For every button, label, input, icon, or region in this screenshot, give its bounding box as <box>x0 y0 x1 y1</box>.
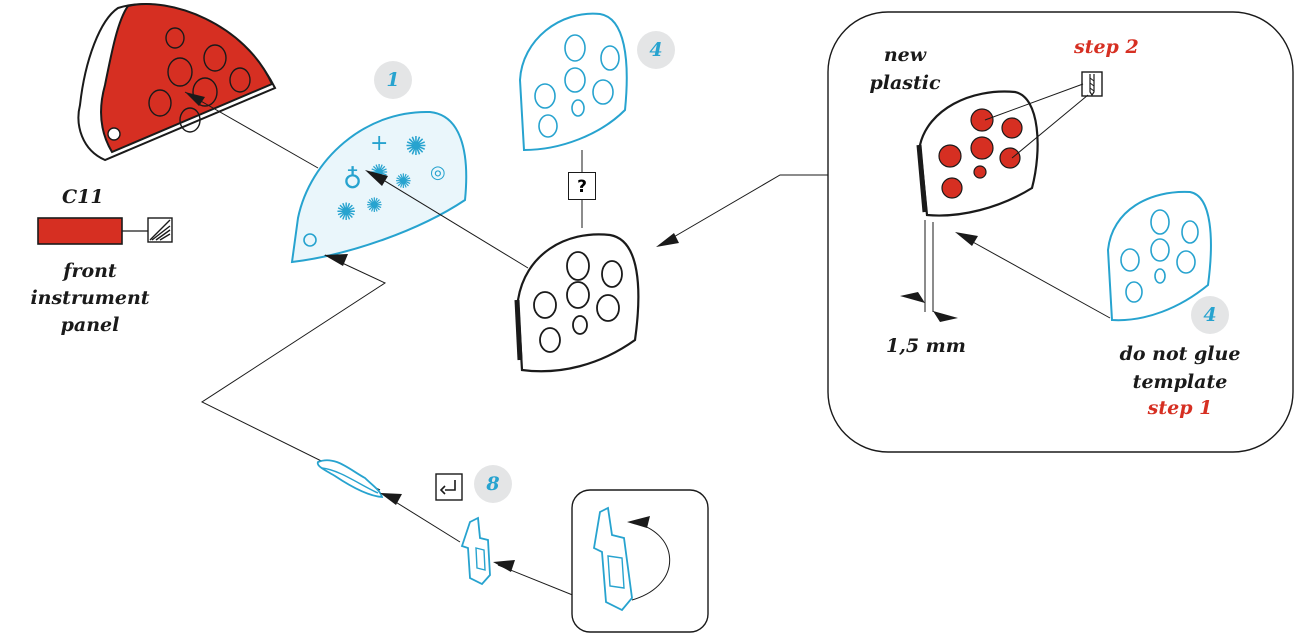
new-plastic-line-2: plastic <box>869 72 941 94</box>
callout-part-8: 8 <box>474 465 512 503</box>
optional-fold-icon <box>435 473 463 501</box>
instruction-line-1: do not glue <box>1119 343 1241 365</box>
part-name-line-2: instrument <box>30 287 150 309</box>
callout-part-4-inset: 4 <box>1191 296 1229 334</box>
svg-text:✺: ✺ <box>336 198 356 226</box>
svg-text:◎: ◎ <box>430 162 446 183</box>
detail-inset-small <box>571 489 709 633</box>
red-instrument-panel <box>77 3 277 162</box>
template-part-4-inset <box>1106 190 1212 322</box>
clear-part-8 <box>460 516 491 586</box>
new-plastic-panel <box>916 90 1039 217</box>
part-name-line-3: panel <box>60 314 120 336</box>
svg-text:♁: ♁ <box>343 165 362 195</box>
instruction-line-2: template <box>1132 371 1228 393</box>
part-name-line-1: front <box>63 260 117 282</box>
clear-part-detail <box>593 506 633 612</box>
step-2-label: step 2 <box>1074 36 1139 58</box>
svg-text:✺: ✺ <box>405 132 427 162</box>
new-plastic-line-1: new <box>883 44 927 66</box>
part-code: C11 <box>62 186 104 208</box>
callout-part-1: 1 <box>374 61 412 99</box>
drill-bit-icon <box>1081 71 1103 97</box>
svg-text:✺: ✺ <box>395 169 412 193</box>
leader-line <box>184 91 319 169</box>
step-1-label: step 1 <box>1147 397 1213 419</box>
callout-part-4-top: 4 <box>637 31 675 69</box>
clear-part-bent <box>316 459 384 498</box>
hatched-decal-icon <box>147 217 173 243</box>
arrow-head <box>185 92 205 106</box>
drilled-instrument-panel <box>514 233 640 373</box>
paint-swatch-icon <box>37 217 123 245</box>
fit-check-icon: ? <box>568 172 596 200</box>
svg-text:✺: ✺ <box>366 193 383 217</box>
clear-instrument-panel-part-1: ♁ + ✺ ✺ ✺ ✺ ✺ ◎ <box>290 110 468 264</box>
svg-text:+: + <box>370 131 388 156</box>
thickness-dimension: 1,5 mm <box>886 335 966 357</box>
template-part-4-top <box>518 12 628 152</box>
